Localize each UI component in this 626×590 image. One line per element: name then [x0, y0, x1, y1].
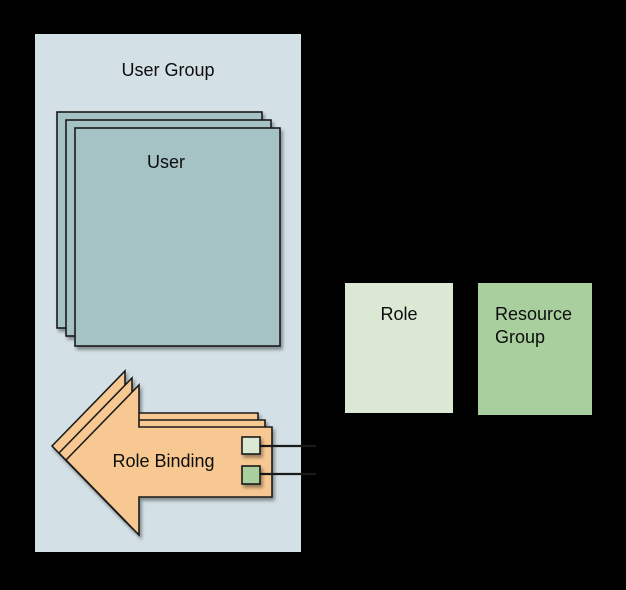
user-group-label: User Group: [121, 60, 215, 80]
resource-group-port[interactable]: [241, 465, 261, 485]
user-stack[interactable]: [56, 111, 281, 347]
resource-group-box[interactable]: [478, 283, 592, 415]
role-box[interactable]: [345, 283, 453, 413]
user-card-front: [74, 127, 281, 347]
resource-group-label: Resource Group: [495, 304, 573, 347]
role-binding-label: Role Binding: [112, 451, 215, 471]
user-label: User: [146, 152, 185, 172]
role-binding-arrow-front: [64, 383, 273, 537]
role-port[interactable]: [241, 436, 261, 455]
role-label: Role: [380, 304, 418, 324]
